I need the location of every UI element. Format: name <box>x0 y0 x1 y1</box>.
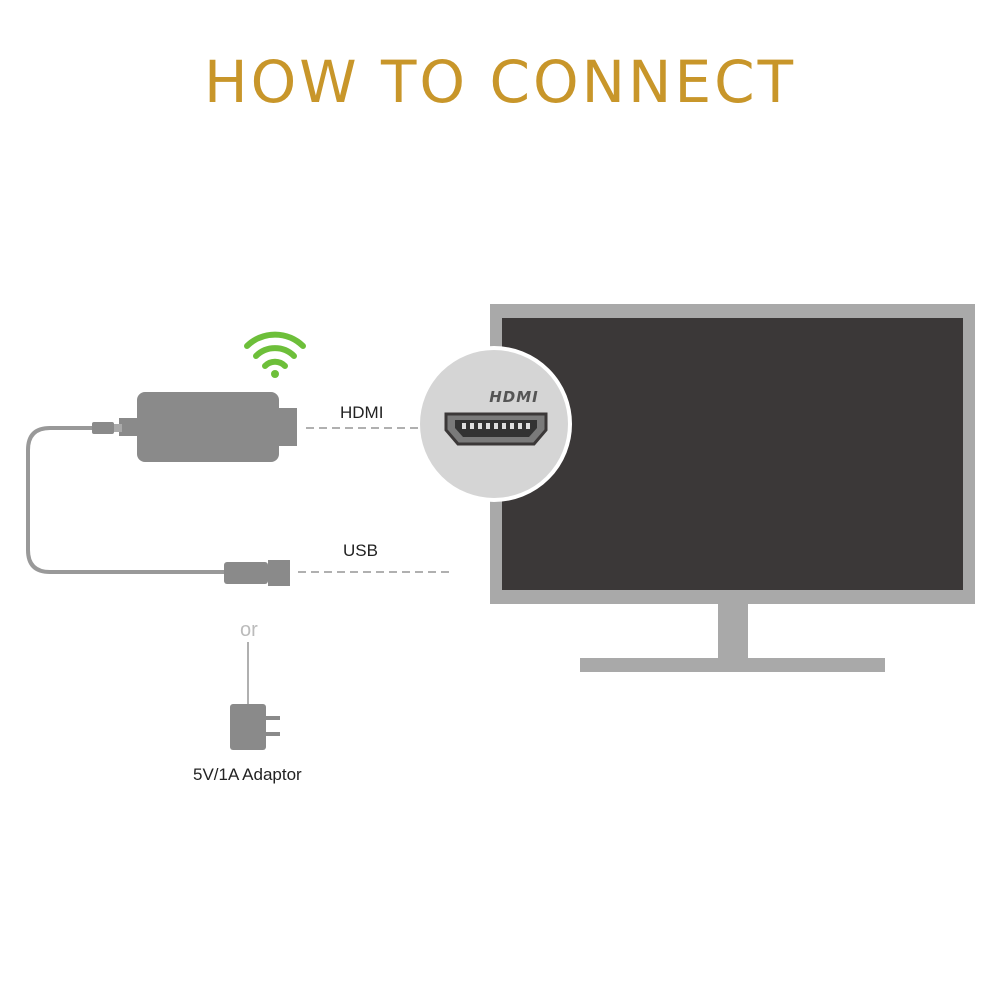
hdmi-port-logo: HDMI <box>489 388 539 406</box>
hdmi-port-callout: HDMI <box>416 346 572 502</box>
hdmi-label: HDMI <box>340 403 383 422</box>
adaptor-label: 5V/1A Adaptor <box>193 765 302 784</box>
usb-plug <box>224 560 290 586</box>
tv-neck <box>718 604 748 662</box>
page-title: HOW TO CONNECT <box>203 48 797 116</box>
hdmi-dongle <box>119 392 297 462</box>
tv-base <box>580 658 885 672</box>
usb-label: USB <box>343 541 378 560</box>
or-label: or <box>240 619 258 641</box>
tv-screen <box>502 318 963 590</box>
micro-usb-plug <box>92 422 122 434</box>
usb-cable <box>26 426 226 574</box>
tv <box>490 304 975 672</box>
power-adaptor-icon <box>230 704 280 750</box>
wifi-icon <box>244 331 306 378</box>
